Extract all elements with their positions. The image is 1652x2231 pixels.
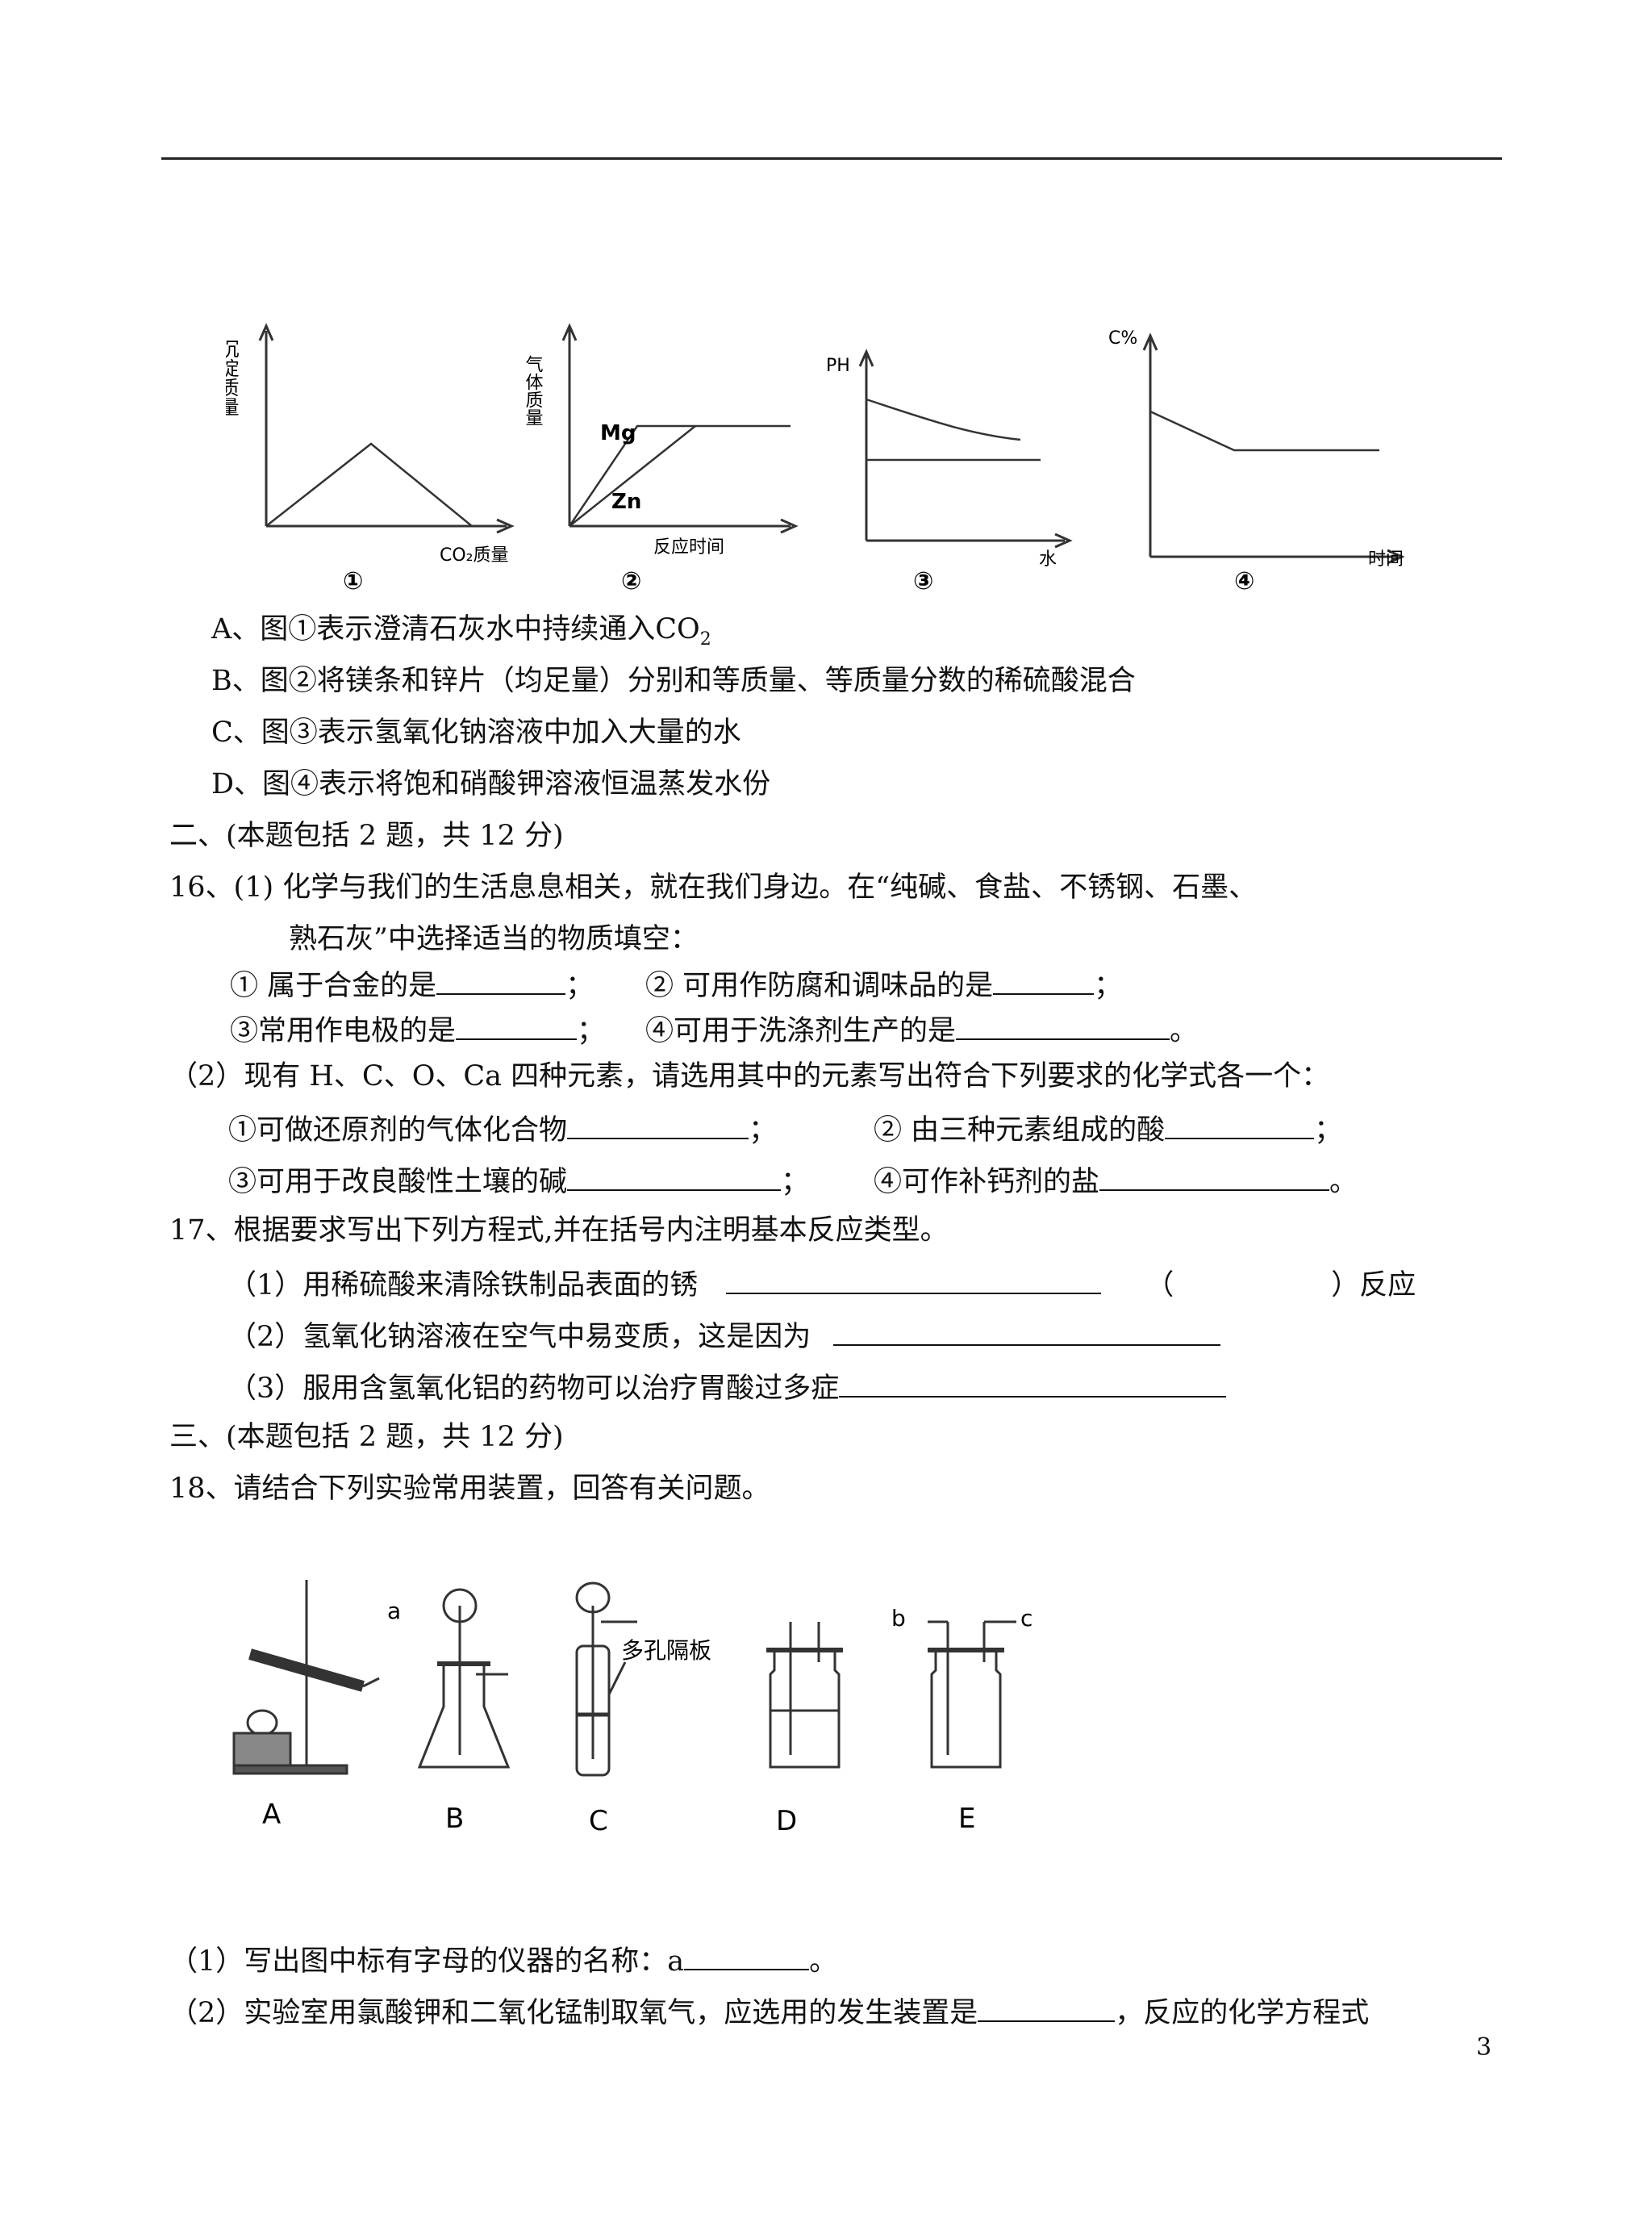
q17-item-2: （2）氢氧化钠溶液在空气中易变质，这是因为 [228,1320,1221,1352]
graph-3: PH 水 ③ [826,349,1073,595]
section-3-heading: 三、(本题包括 2 题，共 12 分) [169,1421,564,1453]
graph-2-ylabel: 气体质量 [524,355,544,426]
answer-blank[interactable] [978,1996,1116,2022]
apparatus-label-a: A [262,1799,281,1831]
option-d: D、图④表示将饱和硝酸钾溶液恒温蒸发水份 [211,768,771,800]
q17-line1: 17、根据要求写出下列方程式,并在括号内注明基本反应类型。 [169,1214,949,1247]
answer-blank[interactable] [567,1113,749,1139]
graph-1: 沉淀质量 CO₂质量 ① [226,323,515,595]
graph-3-number: ③ [913,567,933,595]
apparatus-figure: a 多孔隔板 b c A B C D E [232,1580,1032,1837]
q16-part2-item-1: ①可做还原剂的气体化合物； [228,1113,778,1147]
q17-item-3: （3）服用含氢氧化铝的药物可以治疗胃酸过多症 [228,1372,1227,1403]
answer-blank[interactable] [1165,1113,1315,1139]
graph-4: C% 时间 ④ [1108,328,1405,595]
apparatus-label-c: C [589,1805,608,1837]
graph-1-ylabel: 沉淀质量 [226,339,239,416]
option-a: A、图①表示澄清石灰水中持续通入CO2 [211,613,711,650]
graph-1-number: ① [343,567,363,595]
answer-blank[interactable] [684,1945,810,1970]
answer-blank[interactable] [436,969,566,995]
section-2-heading: 二、(本题包括 2 题，共 12 分) [169,820,564,852]
graph-4-number: ④ [1234,567,1254,595]
answer-blank[interactable] [839,1372,1227,1398]
answer-blank[interactable] [1099,1165,1330,1191]
graph-2-xlabel: 反应时间 [653,537,724,558]
q16-item-4: ④可用于洗涤剂生产的是。 [645,1014,1199,1047]
label-b-mark: b [891,1605,906,1631]
q18-sub-1: （1）写出图中标有字母的仪器的名称：a。 [169,1945,838,1978]
page-number: 3 [1476,2033,1492,2062]
graph-4-ylabel: C% [1108,328,1137,349]
q17-item-1: （1）用稀硫酸来清除铁制品表面的锈（）反应 [228,1268,1416,1301]
apparatus-label-d: D [776,1805,797,1837]
answer-blank[interactable] [726,1268,1102,1294]
graph-2-number: ② [621,567,641,595]
answer-blank[interactable] [833,1320,1221,1346]
graph-3-xlabel: 水 [1039,549,1057,570]
q16-part2-item-3: ③可用于改良酸性土壤的碱； [228,1165,810,1198]
graph-2-series-zn: Zn [611,490,641,514]
q16-part2-item-2: ② 由三种元素组成的酸； [874,1113,1343,1147]
q18-line1: 18、请结合下列实验常用装置，回答有关问题。 [169,1473,770,1505]
answer-blank[interactable] [456,1014,578,1040]
q16-item-2: ② 可用作防腐和调味品的是； [645,969,1123,1002]
apparatus-label-b: B [445,1803,464,1835]
graph-4-xlabel: 时间 [1368,549,1404,570]
q16-item-3: ③常用作电极的是； [230,1014,606,1047]
option-b: B、图②将镁条和锌片（均足量）分别和等质量、等质量分数的稀硫酸混合 [211,665,1136,697]
option-c: C、图③表示氢氧化钠溶液中加入大量的水 [211,717,741,749]
answer-blank[interactable] [956,1014,1170,1040]
graph-2-series-mg: Mg [600,421,636,445]
q16-line1: 16、(1) 化学与我们的生活息息相关，就在我们身边。在“纯碱、食盐、不锈钢、石… [169,871,1258,904]
graph-1-xlabel: CO₂质量 [440,545,509,566]
graph-3-ylabel: PH [826,356,850,376]
apparatus-label-e: E [958,1803,975,1835]
label-a-mark: a [387,1598,401,1624]
q18-sub-2: （2）实验室用氯酸钾和二氧化锰制取氧气，应选用的发生装置是，反应的化学方程式 [169,1996,1370,2029]
q16-part2-item-4: ④可作补钙剂的盐。 [874,1165,1358,1198]
q16-item-1: ① 属于合金的是； [230,969,594,1002]
label-porous-plate: 多孔隔板 [621,1637,711,1664]
header-rule [161,157,1502,160]
answer-blank[interactable] [567,1165,782,1191]
label-c-mark: c [1020,1605,1032,1631]
answer-blank[interactable] [993,969,1095,995]
q16-line2: 熟石灰”中选择适当的物质填空： [289,923,699,955]
q16-part-2: （2）现有 H、C、O、Ca 四种元素，请选用其中的元素写出符合下列要求的化学式… [169,1060,1330,1093]
graph-2: 气体质量 Mg Zn 反应时间 ② [524,323,799,595]
